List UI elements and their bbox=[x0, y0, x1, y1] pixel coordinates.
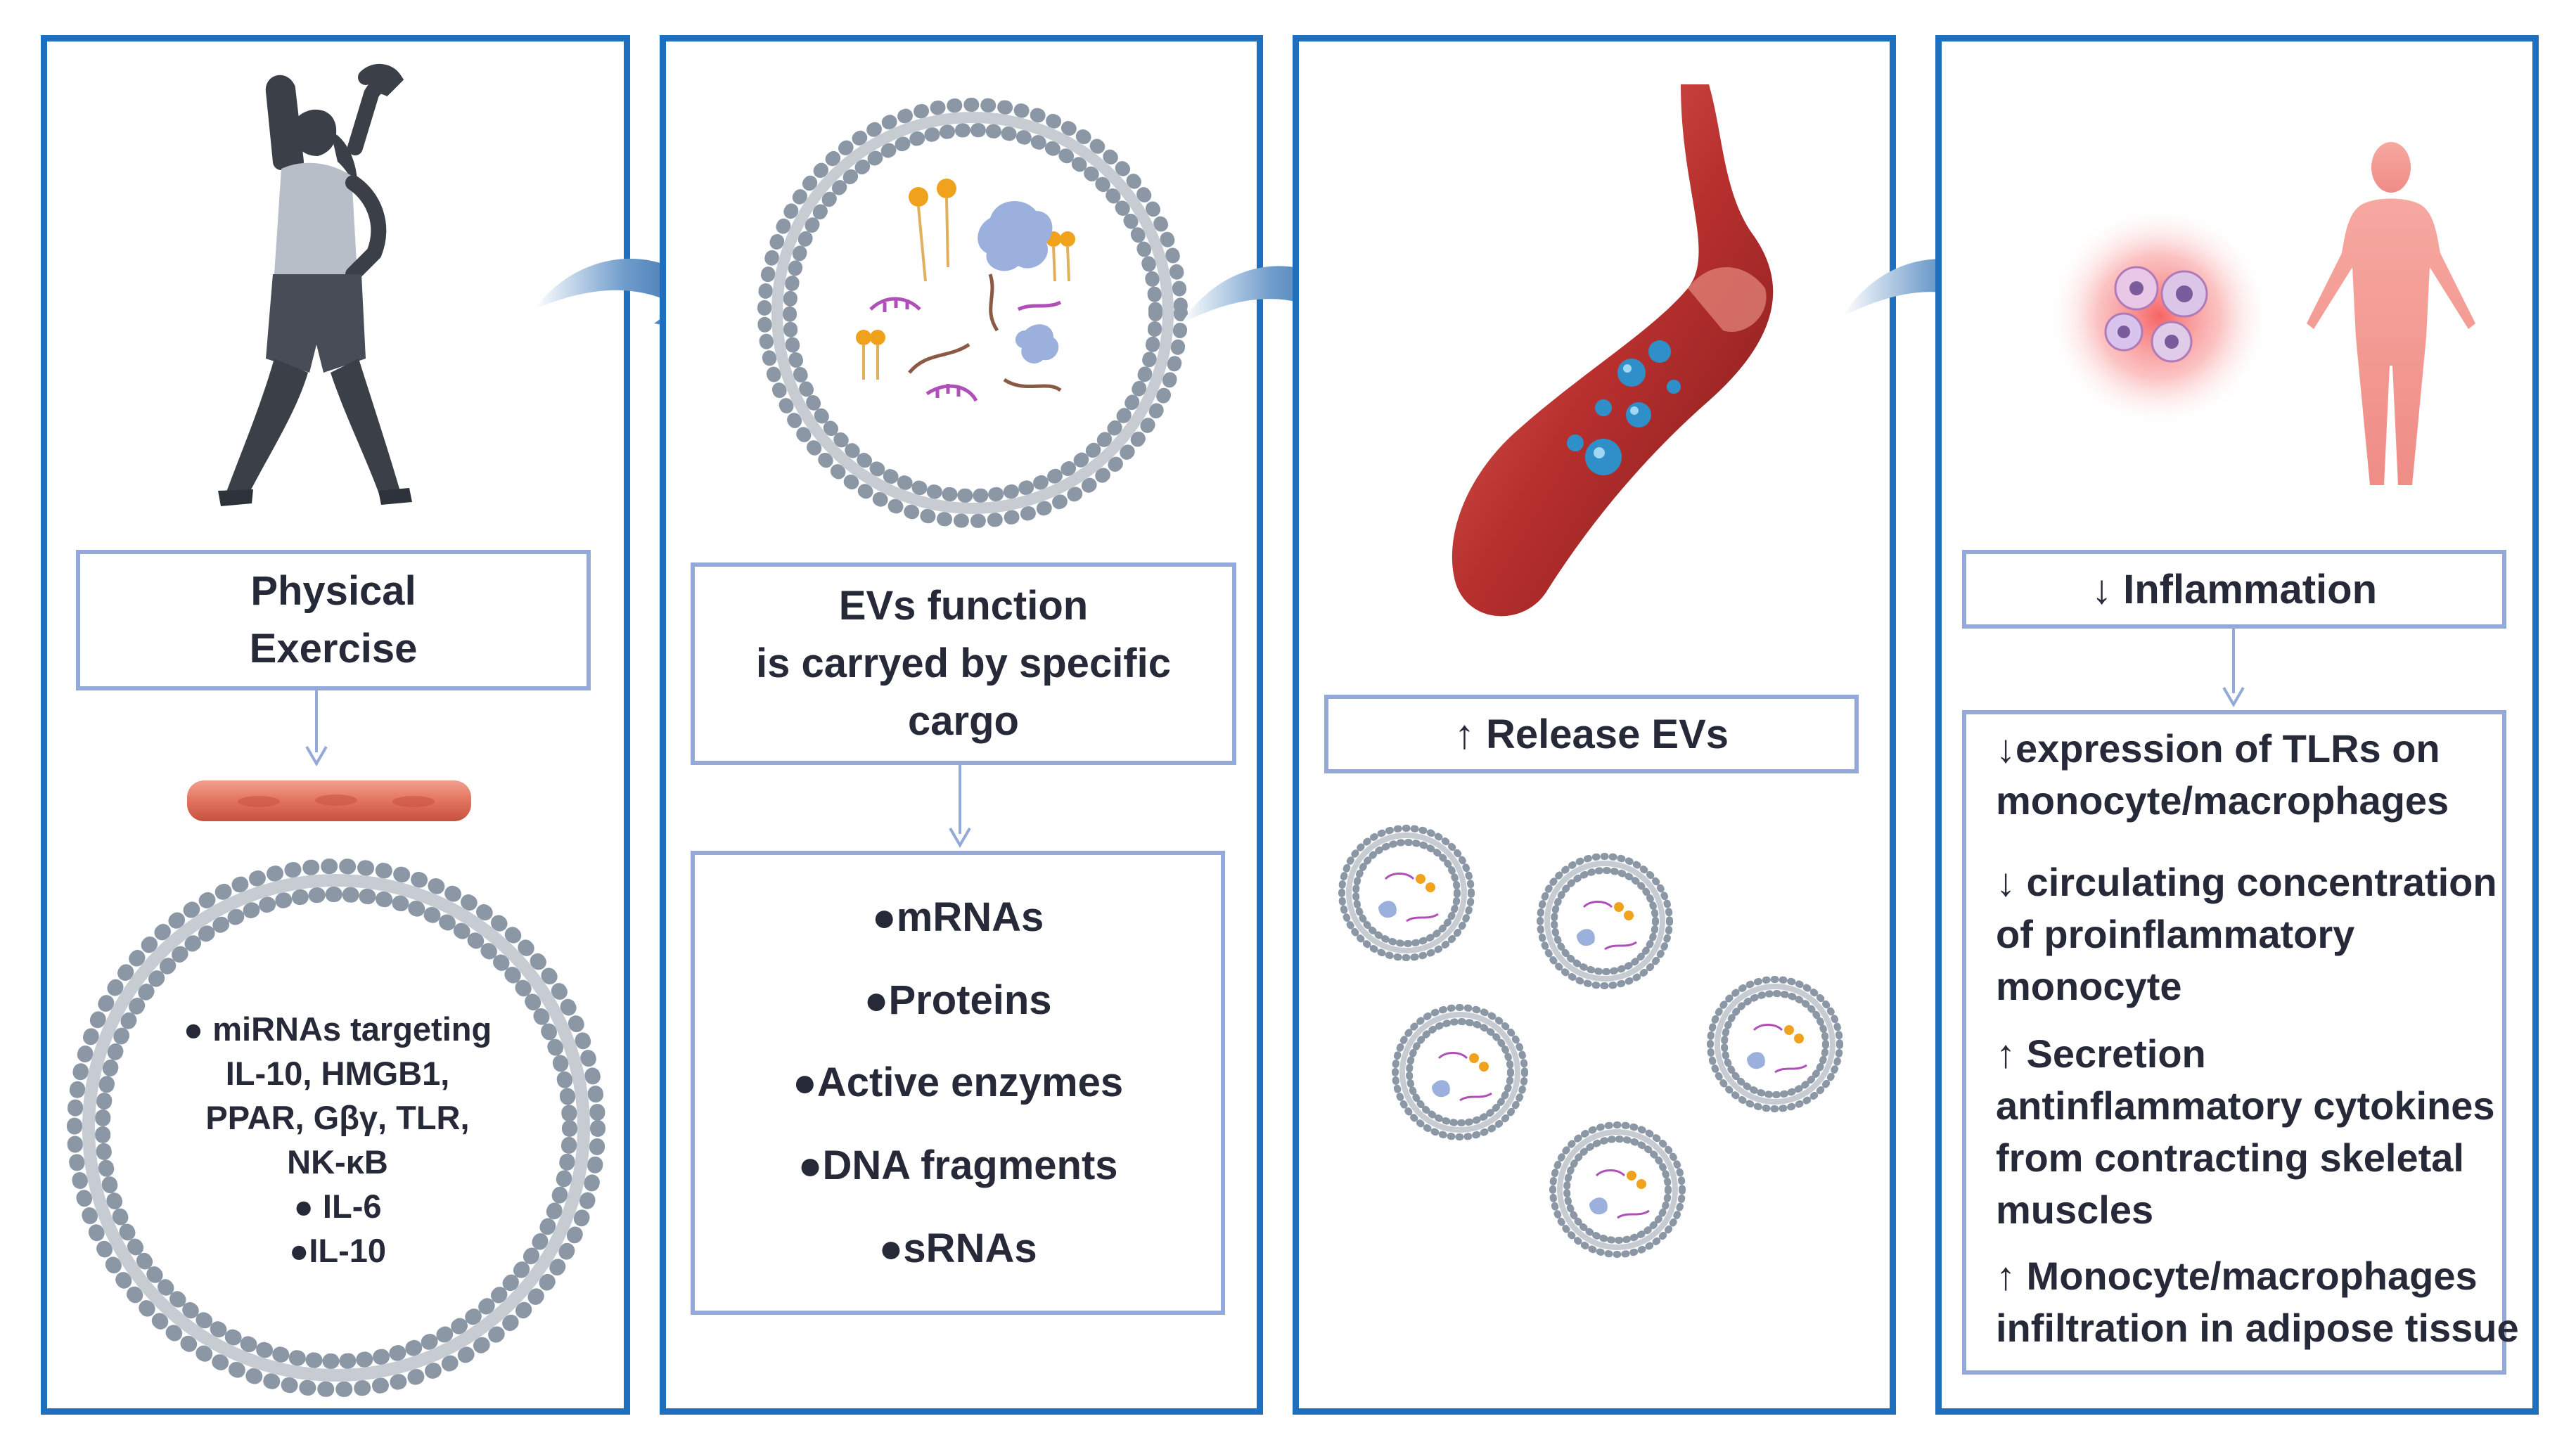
vesicle-text-line: IL-10, HMGB1, bbox=[225, 1055, 450, 1092]
effect-line: ↓expression of TLRs on bbox=[1996, 726, 2440, 771]
vesicle-text-line: NK-κB bbox=[287, 1143, 388, 1181]
connector-arrow-1 bbox=[305, 690, 328, 766]
effect-line: ↑ Secretion bbox=[1996, 1031, 2206, 1076]
evs-function-line: cargo bbox=[908, 698, 1019, 744]
small-ev-icon bbox=[1537, 853, 1673, 989]
effect-line: ↑ Monocyte/macrophages bbox=[1996, 1254, 2478, 1298]
physical-exercise-box: Physical Exercise bbox=[76, 550, 591, 690]
release-evs-label: ↑ Release EVs bbox=[1454, 711, 1729, 757]
cargo-item: ●sRNAs bbox=[878, 1225, 1037, 1271]
vesicle-icon bbox=[67, 858, 605, 1397]
physical-exercise-line1: Physical bbox=[250, 568, 416, 614]
vesicle-cargo-icon bbox=[757, 98, 1188, 528]
small-ev-icon bbox=[1707, 976, 1843, 1112]
connector-arrow-2 bbox=[949, 765, 971, 848]
vesicle-text: ● miRNAs targeting IL-10, HMGB1, PPAR, G… bbox=[113, 1007, 563, 1273]
cargo-list-box: ●mRNAs ●Proteins ●Active enzymes ●DNA fr… bbox=[691, 851, 1225, 1315]
vesicle-text-line: PPAR, Gβγ, TLR, bbox=[205, 1099, 470, 1136]
effect-line: antinflammatory cytokines bbox=[1996, 1083, 2495, 1128]
effect-line: monocyte/macrophages bbox=[1996, 778, 2449, 823]
effect-line: from contracting skeletal bbox=[1996, 1136, 2464, 1180]
inflammation-label: ↓ Inflammation bbox=[2091, 566, 2378, 612]
release-evs-box: ↑ Release EVs bbox=[1324, 695, 1859, 773]
muscle-fiber-icon bbox=[187, 780, 471, 821]
evs-function-box: EVs function is carryed by specific carg… bbox=[691, 562, 1236, 765]
blood-vessel-icon bbox=[1452, 84, 1774, 617]
connector-arrow-3 bbox=[2222, 629, 2245, 707]
effect-item-1: ↓expression of TLRs on monocyte/macropha… bbox=[1996, 723, 2449, 827]
inflammation-cells-icon bbox=[2046, 204, 2271, 429]
small-ev-icon bbox=[1338, 825, 1475, 961]
small-ev-icon bbox=[1549, 1121, 1686, 1258]
cargo-item: ●DNA fragments bbox=[797, 1143, 1118, 1189]
effect-item-3: ↑ Secretion antinflammatory cytokines fr… bbox=[1996, 1028, 2495, 1236]
effect-item-2: ↓ circulating concentration of proinflam… bbox=[1996, 856, 2497, 1012]
effect-item-4: ↑ Monocyte/macrophages infiltration in a… bbox=[1996, 1250, 2519, 1354]
vesicle-text-line: ● IL-6 bbox=[293, 1188, 382, 1225]
effects-box bbox=[1962, 710, 2506, 1375]
human-body-icon bbox=[2307, 142, 2475, 485]
effect-line: monocyte bbox=[1996, 964, 2182, 1008]
effect-line: muscles bbox=[1996, 1188, 2154, 1232]
small-ev-icon bbox=[1392, 1004, 1528, 1140]
effect-line: infiltration in adipose tissue bbox=[1996, 1306, 2519, 1350]
evs-function-line: is carryed by specific bbox=[756, 641, 1171, 686]
inflammation-box: ↓ Inflammation bbox=[1962, 550, 2506, 629]
cargo-item: ●Proteins bbox=[864, 977, 1052, 1023]
cargo-item: ●mRNAs bbox=[871, 894, 1044, 941]
vesicle-text-line: ●IL-10 bbox=[288, 1232, 387, 1269]
cargo-item: ●Active enzymes bbox=[792, 1060, 1124, 1106]
vesicle-text-line: ● miRNAs targeting bbox=[183, 1010, 492, 1048]
effect-line: ↓ circulating concentration bbox=[1996, 860, 2497, 904]
exercising-person-icon bbox=[218, 64, 412, 506]
effect-line: of proinflammatory bbox=[1996, 912, 2355, 956]
evs-function-line: EVs function bbox=[838, 583, 1089, 629]
physical-exercise-line2: Exercise bbox=[249, 626, 418, 671]
